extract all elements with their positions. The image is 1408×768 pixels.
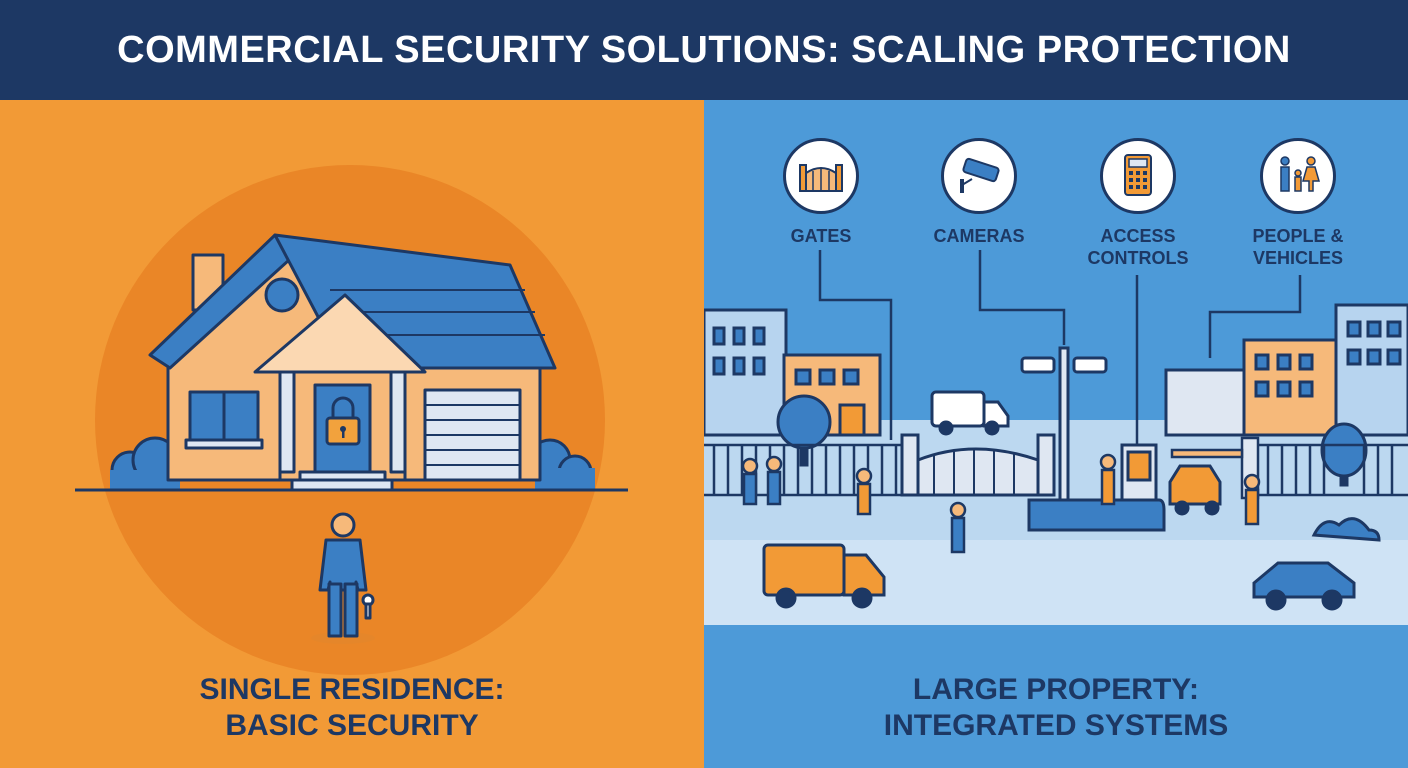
car-icon [1168,464,1222,516]
camera-icon [941,138,1017,214]
cameras-label-line1: CAMERAS [933,226,1025,246]
single-residence-panel: SINGLE RESIDENCE: BASIC SECURITY [0,100,704,768]
padlock-icon [325,396,361,446]
van-icon [930,390,1010,436]
building-icon [704,303,1408,437]
page-title: COMMERCIAL SECURITY SOLUTIONS: SCALING P… [117,28,1291,71]
access-controls-label-line1: ACCESS [1100,226,1176,246]
person-with-key-icon [311,512,375,644]
cameras-label: CAMERAS [909,225,1049,247]
fence-icon [704,443,1408,497]
property-caption-line2: INTEGRATED SYSTEMS [883,709,1229,742]
keypad-kiosk-icon [1027,443,1166,532]
access-controls-label: ACCESS CONTROLS [1068,225,1208,269]
residence-caption-line1: SINGLE RESIDENCE: [199,673,505,706]
header-banner: COMMERCIAL SECURITY SOLUTIONS: SCALING P… [0,0,1408,100]
residence-caption-line2: BASIC SECURITY [225,709,479,742]
people-vehicles-label-line1: PEOPLE & [1252,226,1344,246]
people-icon [741,453,1261,554]
residence-illustration [75,165,628,675]
large-property-panel: GATES CAMERAS ACCESS CONTROLS PEOPLE & V… [704,100,1408,768]
people-vehicles-label-line2: VEHICLES [1252,248,1344,268]
access-controls-label-line2: CONTROLS [1087,248,1189,268]
people-vehicles-icon [1260,138,1336,214]
connector-lines [818,250,1302,445]
property-caption: LARGE PROPERTY: INTEGRATED SYSTEMS [704,672,1408,744]
gates-label-line1: GATES [790,226,852,246]
gates-label: GATES [751,225,891,247]
bush-icon [1311,517,1381,542]
blue-car-icon [1252,561,1356,611]
residence-caption: SINGLE RESIDENCE: BASIC SECURITY [0,672,704,744]
keypad-icon [1100,138,1176,214]
people-vehicles-label: PEOPLE & VEHICLES [1228,225,1368,269]
bush-icon [110,436,595,490]
property-illustration [704,250,1408,625]
house-icon [148,233,557,492]
gate-feature-icon [783,138,859,214]
gate-icon [900,433,1056,497]
delivery-truck-icon [762,543,886,609]
property-caption-line1: LARGE PROPERTY: [912,673,1200,706]
